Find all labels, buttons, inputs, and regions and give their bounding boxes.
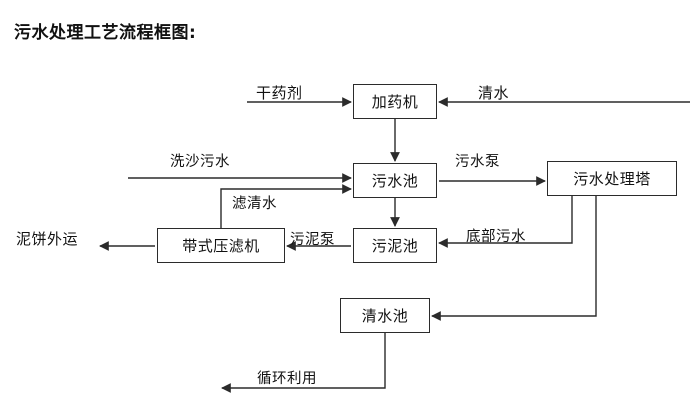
node-treatment-tower[interactable]: 污水处理塔 (547, 161, 677, 196)
node-sewage-pool[interactable]: 污水池 (353, 163, 437, 198)
node-label: 污水池 (371, 172, 419, 190)
edge-tower-to-sludge-pool (438, 196, 573, 248)
edge-tower-to-clean-water-pool (431, 196, 597, 321)
edge-label-recycle-use: 循环利用 (257, 371, 317, 387)
terminal-dry-chemical: 干药剂 (256, 84, 303, 102)
edge-label-bottom-sewage: 底部污水 (466, 229, 526, 245)
terminal-clean-water: 清水 (478, 84, 510, 102)
node-dosing-machine[interactable]: 加药机 (353, 84, 437, 119)
node-label: 污泥池 (371, 237, 419, 255)
node-label: 带式压滤机 (182, 237, 260, 255)
node-clean-water-pool[interactable]: 清水池 (340, 298, 430, 333)
node-label: 加药机 (371, 93, 419, 111)
node-belt-filter-press[interactable]: 带式压滤机 (157, 228, 285, 263)
node-label: 污水处理塔 (573, 170, 651, 188)
edge-label-sand-wash-sewage: 洗沙污水 (170, 154, 230, 170)
page-title: 污水处理工艺流程框图: (14, 23, 197, 43)
edge-clean-water-pool-to-recycle (221, 333, 386, 393)
edge-label-sludge-pump: 污泥泵 (290, 232, 335, 248)
node-label: 清水池 (361, 307, 409, 325)
terminal-mud-cake-transport: 泥饼外运 (16, 230, 79, 248)
node-sludge-pool[interactable]: 污泥池 (353, 228, 437, 263)
edge-label-sewage-pump: 污水泵 (455, 154, 500, 170)
edge-filtrate-to-sewage-pool (220, 184, 352, 228)
edge-label-filtered-water: 滤清水 (232, 196, 277, 212)
